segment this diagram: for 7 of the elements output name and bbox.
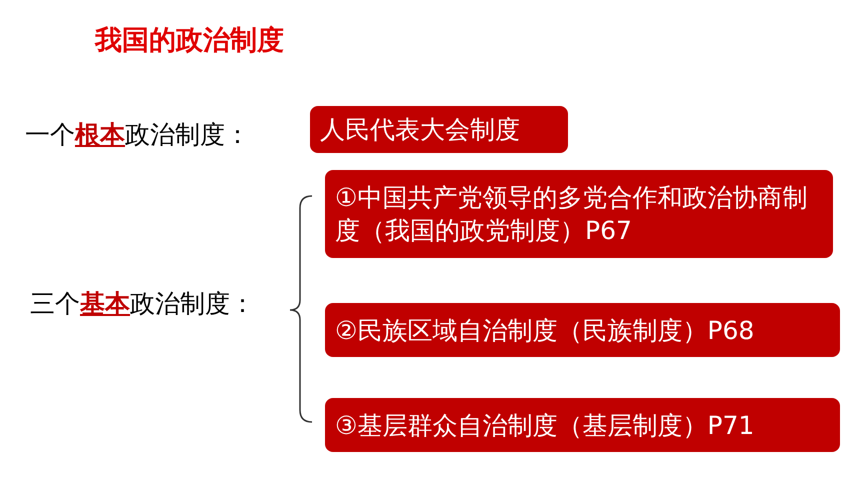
system-box: ②民族区域自治制度（民族制度）P68 [325,303,840,357]
title: 我国的政治制度 [95,24,284,58]
system-box: 人民代表大会制度 [310,106,568,153]
label-text: 一个根本政治制度： [25,119,250,151]
system-box: ③基层群众自治制度（基层制度）P71 [325,398,840,452]
label-text: 三个基本政治制度： [30,288,255,320]
system-box: ①中国共产党领导的多党合作和政治协商制度（我国的政党制度）P67 [325,170,833,258]
